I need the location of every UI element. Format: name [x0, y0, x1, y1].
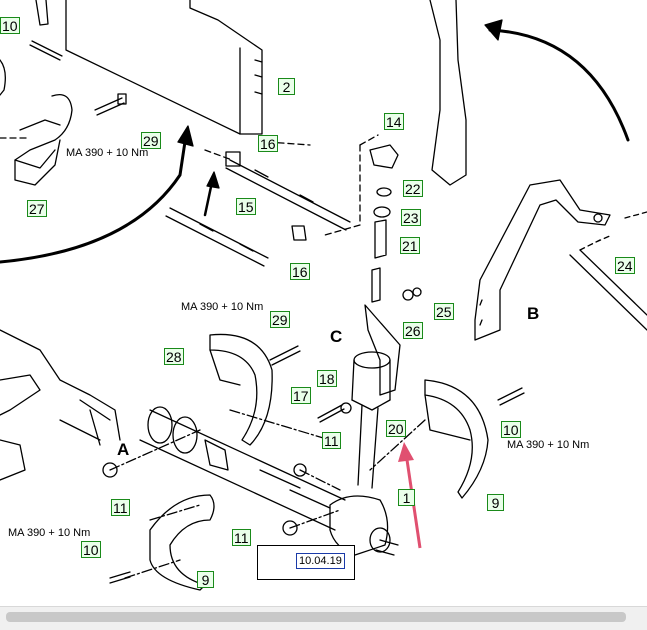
callout-21: 21: [400, 237, 420, 254]
view-letter-a: A: [117, 440, 130, 459]
reference-box[interactable]: [257, 545, 355, 580]
callout-11: 11: [322, 432, 341, 449]
callout-15: 15: [236, 198, 256, 215]
torque-note: MA 390 + 10 Nm: [8, 527, 91, 539]
callout-26: 26: [403, 322, 423, 339]
callout-10: 10: [501, 421, 521, 438]
callout-10: 10: [81, 541, 101, 558]
view-letter-b: B: [527, 304, 540, 323]
callout-16: 16: [258, 135, 278, 152]
callout-11: 11: [232, 529, 251, 546]
scrollbar-thumb[interactable]: [6, 612, 626, 622]
callout-24: 24: [615, 257, 635, 274]
callout-20: 20: [386, 420, 406, 437]
callout-23: 23: [401, 209, 421, 226]
callout-10: 10: [0, 17, 20, 34]
callout-14: 14: [384, 113, 404, 130]
view-letter-c: C: [330, 327, 343, 346]
callout-17: 17: [291, 387, 311, 404]
callout-28: 28: [164, 348, 184, 365]
callout-22: 22: [403, 180, 423, 197]
torque-note: MA 390 + 10 Nm: [181, 301, 264, 313]
callout-25: 25: [434, 303, 454, 320]
callout-1: 1: [398, 489, 415, 506]
callout-16: 16: [290, 263, 310, 280]
torque-note: MA 390 + 10 Nm: [507, 439, 590, 451]
callout-2: 2: [278, 78, 295, 95]
torque-note: MA 390 + 10 Nm: [66, 147, 149, 159]
reference-number[interactable]: 10.04.19: [296, 553, 345, 569]
callout-29: 29: [270, 311, 290, 328]
callout-9: 9: [197, 571, 214, 588]
callout-11: 11: [111, 499, 130, 516]
callout-27: 27: [27, 200, 47, 217]
callout-18: 18: [317, 370, 337, 387]
callout-29: 29: [141, 132, 161, 149]
callout-9: 9: [487, 494, 504, 511]
horizontal-scrollbar[interactable]: [0, 606, 647, 630]
